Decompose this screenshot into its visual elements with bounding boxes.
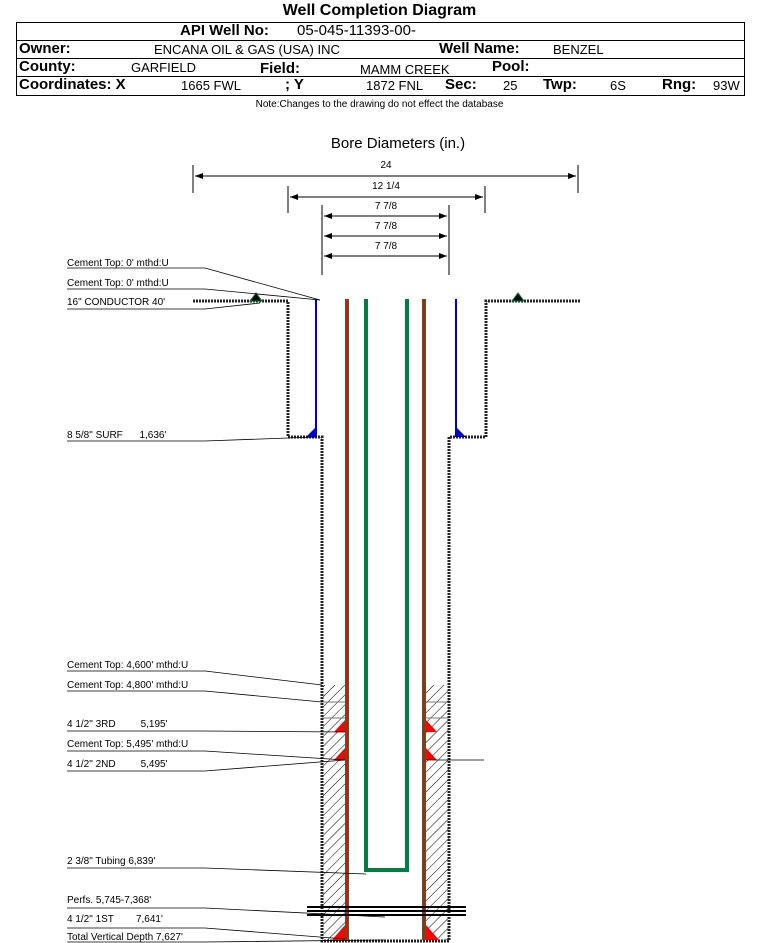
twp-value: 6S — [610, 78, 626, 93]
bore-label: 7 7/8 — [375, 221, 398, 232]
borehole-wall — [193, 299, 580, 943]
note: Note:Changes to the drawing do not effec… — [255, 99, 504, 110]
label: Cement Top: 4,600' mthd:U — [67, 660, 188, 671]
leader-lines — [67, 267, 484, 943]
label: 8 5/8" SURF 1,636' — [67, 430, 166, 441]
label: 4 1/2" 1ST 7,641' — [67, 914, 163, 925]
surface-shoe-icon — [306, 427, 466, 437]
label: 16" CONDUCTOR 40' — [67, 297, 165, 308]
api-value: 05-045-11393-00- — [297, 22, 416, 39]
surface-casing — [315, 299, 457, 437]
twp-label: Twp: — [543, 76, 577, 93]
field-label: Field: — [260, 60, 300, 77]
label: Cement Top: 5,495' mthd:U — [67, 739, 188, 750]
diagram-title: Well Completion Diagram — [282, 2, 477, 19]
pool-label: Pool: — [492, 58, 530, 75]
coord-x-value: 1665 FWL — [181, 78, 241, 93]
conductor-cement-icon — [249, 292, 525, 302]
label: 2 3/8" Tubing 6,839' — [67, 856, 155, 867]
label: Cement Top: 4,800' mthd:U — [67, 680, 188, 691]
field-value: MAMM CREEK — [360, 62, 450, 77]
rng-value: 93W — [713, 78, 740, 93]
perforations — [307, 906, 466, 916]
county-label: County: — [19, 58, 76, 75]
owner-value: ENCANA OIL & GAS (USA) INC — [154, 42, 340, 57]
bore-title: Bore Diameters (in.) — [331, 135, 465, 152]
bore-label: 7 7/8 — [375, 241, 398, 252]
cement-left — [323, 685, 346, 940]
sec-value: 25 — [503, 78, 518, 93]
bore-label: 7 7/8 — [375, 201, 398, 212]
label: Cement Top: 0' mthd:U — [67, 258, 169, 269]
rng-label: Rng: — [662, 76, 697, 93]
owner-label: Owner: — [19, 40, 71, 57]
depth-labels: Cement Top: 0' mthd:U Cement Top: 0' mth… — [67, 258, 188, 943]
well-name-label: Well Name: — [439, 40, 520, 57]
production-casing — [345, 299, 426, 940]
bore-label: 24 — [380, 160, 392, 171]
tubing — [364, 299, 409, 872]
well-name-value: BENZEL — [553, 42, 604, 57]
label: Cement Top: 0' mthd:U — [67, 278, 169, 289]
api-label: API Well No: — [180, 22, 269, 39]
well-header-table: API Well No: 05-045-11393-00- Owner: ENC… — [16, 22, 745, 96]
coord-y-label: ; Y — [285, 76, 304, 93]
county-value: GARFIELD — [131, 60, 197, 75]
label: 4 1/2" 3RD 5,195' — [67, 719, 168, 730]
coord-x-label: Coordinates: X — [19, 76, 126, 93]
label: Perfs. 5,745-7,368' — [67, 895, 151, 906]
bore-dimensions — [192, 165, 579, 275]
label: 4 1/2" 2ND 5,495' — [67, 759, 168, 770]
label: Total Vertical Depth 7,627' — [67, 932, 183, 943]
bore-label: 12 1/4 — [372, 181, 400, 192]
sec-label: Sec: — [445, 76, 477, 93]
coord-y-value: 1872 FNL — [366, 78, 424, 93]
